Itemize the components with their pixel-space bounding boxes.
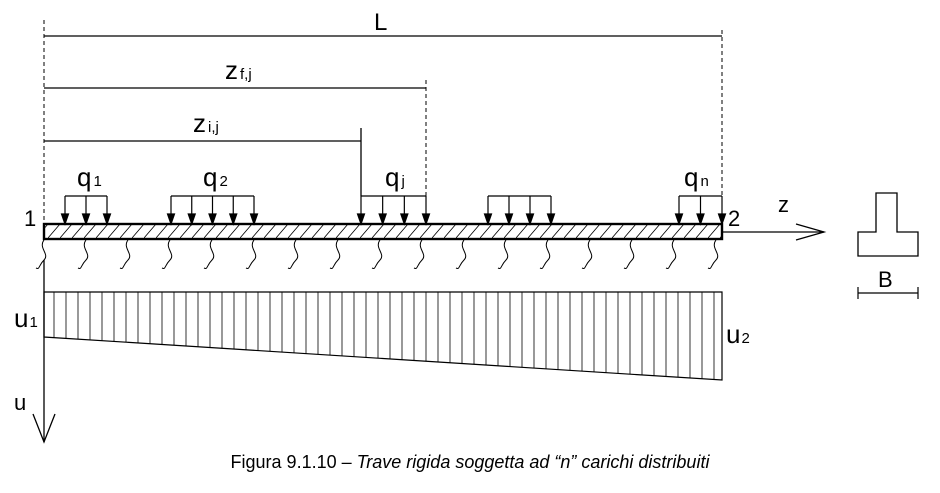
spring [497, 239, 509, 269]
load-arrowhead [399, 213, 409, 226]
spring [707, 239, 719, 269]
displacement-hatch-lines [53, 292, 715, 380]
load-arrowhead [483, 213, 493, 226]
z-axis-arrowhead [795, 223, 827, 241]
dimension-lines [44, 35, 722, 196]
load-arrowhead [208, 213, 217, 226]
reference-lines [43, 20, 723, 223]
caption-italic: Trave rigida soggetta ad “n” carichi dis… [356, 452, 710, 472]
node-2: 2 [728, 206, 740, 231]
load-arrowhead [674, 213, 684, 226]
node-1: 1 [24, 206, 36, 231]
label-u-axis: u [14, 390, 26, 415]
spring [203, 239, 215, 269]
load-arrowhead [696, 213, 705, 226]
load-arrowhead [228, 213, 238, 226]
displacement-diagram [43, 291, 723, 381]
spring [665, 239, 677, 269]
spring [119, 239, 131, 269]
load-arrowhead [378, 213, 388, 226]
spring [455, 239, 467, 269]
load-arrowhead [525, 213, 535, 226]
load-arrowhead [421, 213, 431, 226]
load-arrowhead [249, 213, 259, 226]
load-group-5 [674, 195, 727, 226]
spring [77, 239, 89, 269]
load-arrowhead [504, 213, 514, 226]
label-u2: u2 [726, 319, 750, 349]
load-arrowhead [81, 213, 91, 226]
section-t-shape-icon [857, 192, 919, 257]
load-arrowhead [356, 213, 366, 226]
label-B: B [878, 267, 893, 292]
load-group-2 [166, 195, 259, 226]
label-z-axis: z [778, 192, 789, 217]
figure-caption: Figura 9.1.10 – Trave rigida soggetta ad… [0, 452, 940, 473]
load-arrowhead [187, 213, 197, 226]
springs [35, 239, 719, 269]
spring [245, 239, 257, 269]
load-arrowhead [102, 213, 112, 226]
spring [413, 239, 425, 269]
load-arrowhead [546, 213, 556, 226]
spring [329, 239, 341, 269]
spring [371, 239, 383, 269]
load-group-3 [356, 195, 431, 226]
spring [287, 239, 299, 269]
spring [581, 239, 593, 269]
load-arrowhead [717, 213, 727, 226]
spring [623, 239, 635, 269]
beam [42, 222, 724, 241]
u-axis-arrowhead [32, 413, 56, 444]
load-groups [60, 195, 727, 226]
load-arrowhead [166, 213, 176, 226]
label-L: L [374, 9, 387, 36]
caption-prefix: Figura 9.1.10 – [230, 452, 357, 472]
load-group-4 [483, 195, 556, 226]
load-arrowhead [60, 213, 70, 226]
load-group-1 [60, 195, 112, 226]
spring [161, 239, 173, 269]
spring [539, 239, 551, 269]
label-u1: u1 [14, 303, 38, 333]
